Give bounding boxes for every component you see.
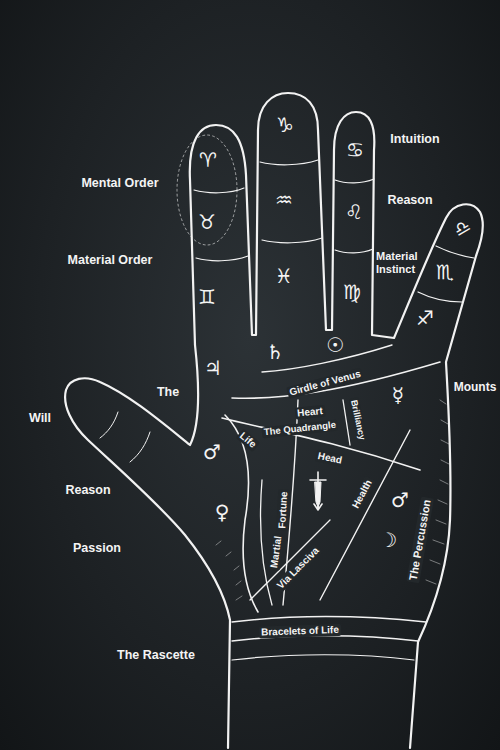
planet-glyph: ♂ <box>391 490 409 510</box>
hatching <box>216 541 242 600</box>
sword-symbol <box>310 472 326 510</box>
head-line <box>222 418 420 470</box>
zodiac-glyph: ♒ <box>275 190 293 210</box>
heart-line <box>232 362 440 398</box>
lasciva-line <box>250 520 330 600</box>
hand-label: Intuition <box>390 132 439 146</box>
zodiac-glyph: ♏ <box>436 262 454 282</box>
finger-crease <box>335 179 374 183</box>
palm-line-label: Bracelets of Life <box>259 624 341 638</box>
planet-glyph: ☿ <box>392 385 404 405</box>
planet-glyph: ☉ <box>326 335 344 355</box>
zodiac-glyph: ♋ <box>346 140 364 160</box>
planet-glyph: ♄ <box>266 342 284 362</box>
planet-glyph: ♃ <box>204 358 222 378</box>
hand-label: Mental Order <box>81 176 158 190</box>
hand-label: Will <box>29 411 51 425</box>
zodiac-glyph: ♊ <box>198 287 216 307</box>
zodiac-glyph: ♑ <box>276 115 294 135</box>
hand-label: Reason <box>65 483 110 497</box>
hand-outline <box>65 93 483 748</box>
zodiac-glyph: ♈ <box>199 150 217 170</box>
martial-line <box>260 480 272 605</box>
hand-label: Passion <box>73 541 121 555</box>
zodiac-glyph: ♉ <box>198 212 216 232</box>
brilliancy-line <box>343 400 350 445</box>
hatching <box>426 400 449 584</box>
planet-glyph: ♂ <box>203 442 221 462</box>
zodiac-glyph: ♐ <box>416 308 434 328</box>
hand-label: Mounts <box>454 381 497 395</box>
palm-line-label: Girdle of Venus <box>286 367 364 398</box>
planet-glyph: ☽ <box>379 530 397 550</box>
zodiac-glyph: ♎ <box>451 216 474 240</box>
finger-crease <box>335 249 373 253</box>
zodiac-glyph: ♍ <box>343 282 361 302</box>
palm-line-label: The Quadrangle <box>261 420 338 439</box>
hand-label: The Rascette <box>117 648 195 662</box>
palm-line-label: Martial <box>268 533 284 570</box>
dotted-outline <box>177 135 237 245</box>
hand-drawing <box>65 93 483 748</box>
zodiac-glyph: ♌ <box>345 202 363 222</box>
bracelet-line <box>232 655 414 660</box>
palm-line-label: Heart <box>295 405 326 420</box>
sword-symbol <box>315 482 321 507</box>
zodiac-glyph: ♓ <box>275 266 293 286</box>
hand-label: The <box>157 385 179 399</box>
palm-line-label: The Percussion <box>406 497 433 584</box>
palm-line-label: Life <box>236 429 260 452</box>
palm-line-label: Brilliancy <box>348 397 367 443</box>
hand-label: Material Order <box>68 253 153 267</box>
thumb-crease <box>100 412 118 438</box>
bracelet-line <box>232 617 426 622</box>
finger-crease <box>260 160 318 165</box>
finger-crease <box>196 256 248 261</box>
palm-line-label: Fortune <box>276 489 290 531</box>
hand-label: Material Instinct <box>376 250 426 275</box>
palm-line-label: Head <box>315 449 345 466</box>
thumb-crease <box>130 432 150 462</box>
planet-glyph: ♀ <box>215 502 230 522</box>
finger-crease <box>418 292 462 302</box>
finger-crease <box>436 246 474 258</box>
finger-crease <box>194 188 244 193</box>
hand-label: Reason <box>387 193 432 207</box>
palm-line-label: Health <box>349 476 375 512</box>
finger-crease <box>262 238 322 243</box>
